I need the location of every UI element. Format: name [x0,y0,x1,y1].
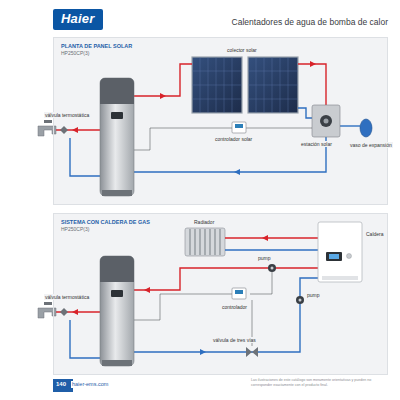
valve-symbol [60,126,68,134]
valve-symbol [60,308,68,316]
heat-pump-tank [102,190,132,196]
heat-pump-tank [111,290,123,297]
controller-symbol [232,288,246,299]
radiator-symbol [190,229,220,255]
scheme-panel: SISTEMA CON CALDERA DE GASHP250CP(3) [53,213,388,375]
heat-pump-tank [100,276,134,282]
component-label: válvula de tres vías [212,337,257,343]
page-number-text: 140 [56,380,66,388]
solar-collector [192,71,298,99]
radiator-symbol [185,228,225,256]
component-label: controlador [221,304,248,310]
component-label: vaso de expansión [349,142,393,148]
flow-arrow [72,127,78,133]
gas-boiler [326,252,342,261]
hot-pipe [225,237,318,238]
pump-symbol [296,296,304,304]
expansion-vessel [360,119,372,137]
controller-symbol [235,290,243,294]
flow-arrow [310,61,316,67]
faucet-symbol [44,120,52,123]
hot-pipe [56,238,318,312]
gas-boiler [347,254,352,259]
expansion-vessel [360,119,372,137]
heat-pump-tank [100,78,134,196]
panel-ground [53,213,388,375]
heat-pump-tank [100,98,134,104]
model-code: HP250CP(3) [61,226,89,233]
flow-arrow [200,349,206,355]
heat-pump-tank [100,256,134,282]
controller-symbol [134,272,272,346]
solar-collector [192,57,298,113]
component-label: colector solar [226,47,258,53]
flow-arrow [234,169,240,175]
panel-ground [53,37,388,205]
pump-station [320,115,332,127]
gas-boiler [329,254,339,259]
component-label: pump [257,255,272,261]
heat-pump-tank [100,78,134,196]
component-label: pump [306,292,321,298]
heat-pump-tank [100,256,134,366]
website-url: haier-ems.com [71,381,109,388]
flow-arrow [160,93,166,99]
controller-symbol [134,122,312,150]
flow-arrow [72,309,78,315]
pump-symbol [268,264,304,304]
cold-pipe [70,138,100,176]
radiator-symbol [185,228,225,256]
component-label: estación solar [300,141,333,147]
panel-heading: PLANTA DE PANEL SOLAR [61,43,132,50]
gas-boiler [318,222,362,282]
pump-symbol [271,267,274,270]
valve-symbol [246,347,258,357]
controller-symbol [134,272,272,346]
heat-pump-tank [102,360,132,366]
cold-pipe [225,249,318,250]
cold-pipe [134,137,326,172]
pump-station [324,119,329,124]
pump-station [312,105,340,137]
page-number: 140 [53,379,73,392]
heat-pump-tank [100,78,134,104]
controller-symbol [134,128,312,150]
panel-heading: SISTEMA CON CALDERA DE GAS [61,219,150,226]
flow-arrow [144,287,150,293]
brand-logo: Haier [53,9,103,30]
hot-pipe [298,64,326,105]
hot-pipe [134,64,192,96]
gas-boiler [318,222,362,282]
flow-arrow [262,235,268,241]
cold-pipe [134,278,318,352]
pump-symbol [268,264,276,272]
pump-symbol [299,299,302,302]
brand-name: Haier [61,11,95,26]
gas-boiler [322,276,358,280]
component-label: Radiador [193,219,215,225]
cold-pipe [70,320,100,358]
hot-pipe [56,64,326,130]
cold-pipe [298,108,312,118]
cold-pipe [340,125,360,126]
hot-pipe [134,268,318,290]
component-label: válvula termostática [44,294,90,300]
controller-symbol [235,124,243,128]
faucet-symbol [44,302,52,305]
heat-pump-tank [100,256,134,366]
component-label: Caldera [365,231,385,237]
component-label: controlador solar [214,136,253,142]
pump-station [312,105,340,137]
page-title: Calentadores de agua de bomba de calor [232,17,388,27]
heat-pump-tank [111,112,123,119]
scheme-panel: PLANTA DE PANEL SOLARHP250CP(3) [53,37,388,205]
model-code: HP250CP(3) [61,50,89,57]
controller-symbol [232,122,246,133]
disclaimer-note: Las ilustraciones de este catálogo son m… [250,378,390,387]
component-label: válvula termostática [44,112,90,118]
